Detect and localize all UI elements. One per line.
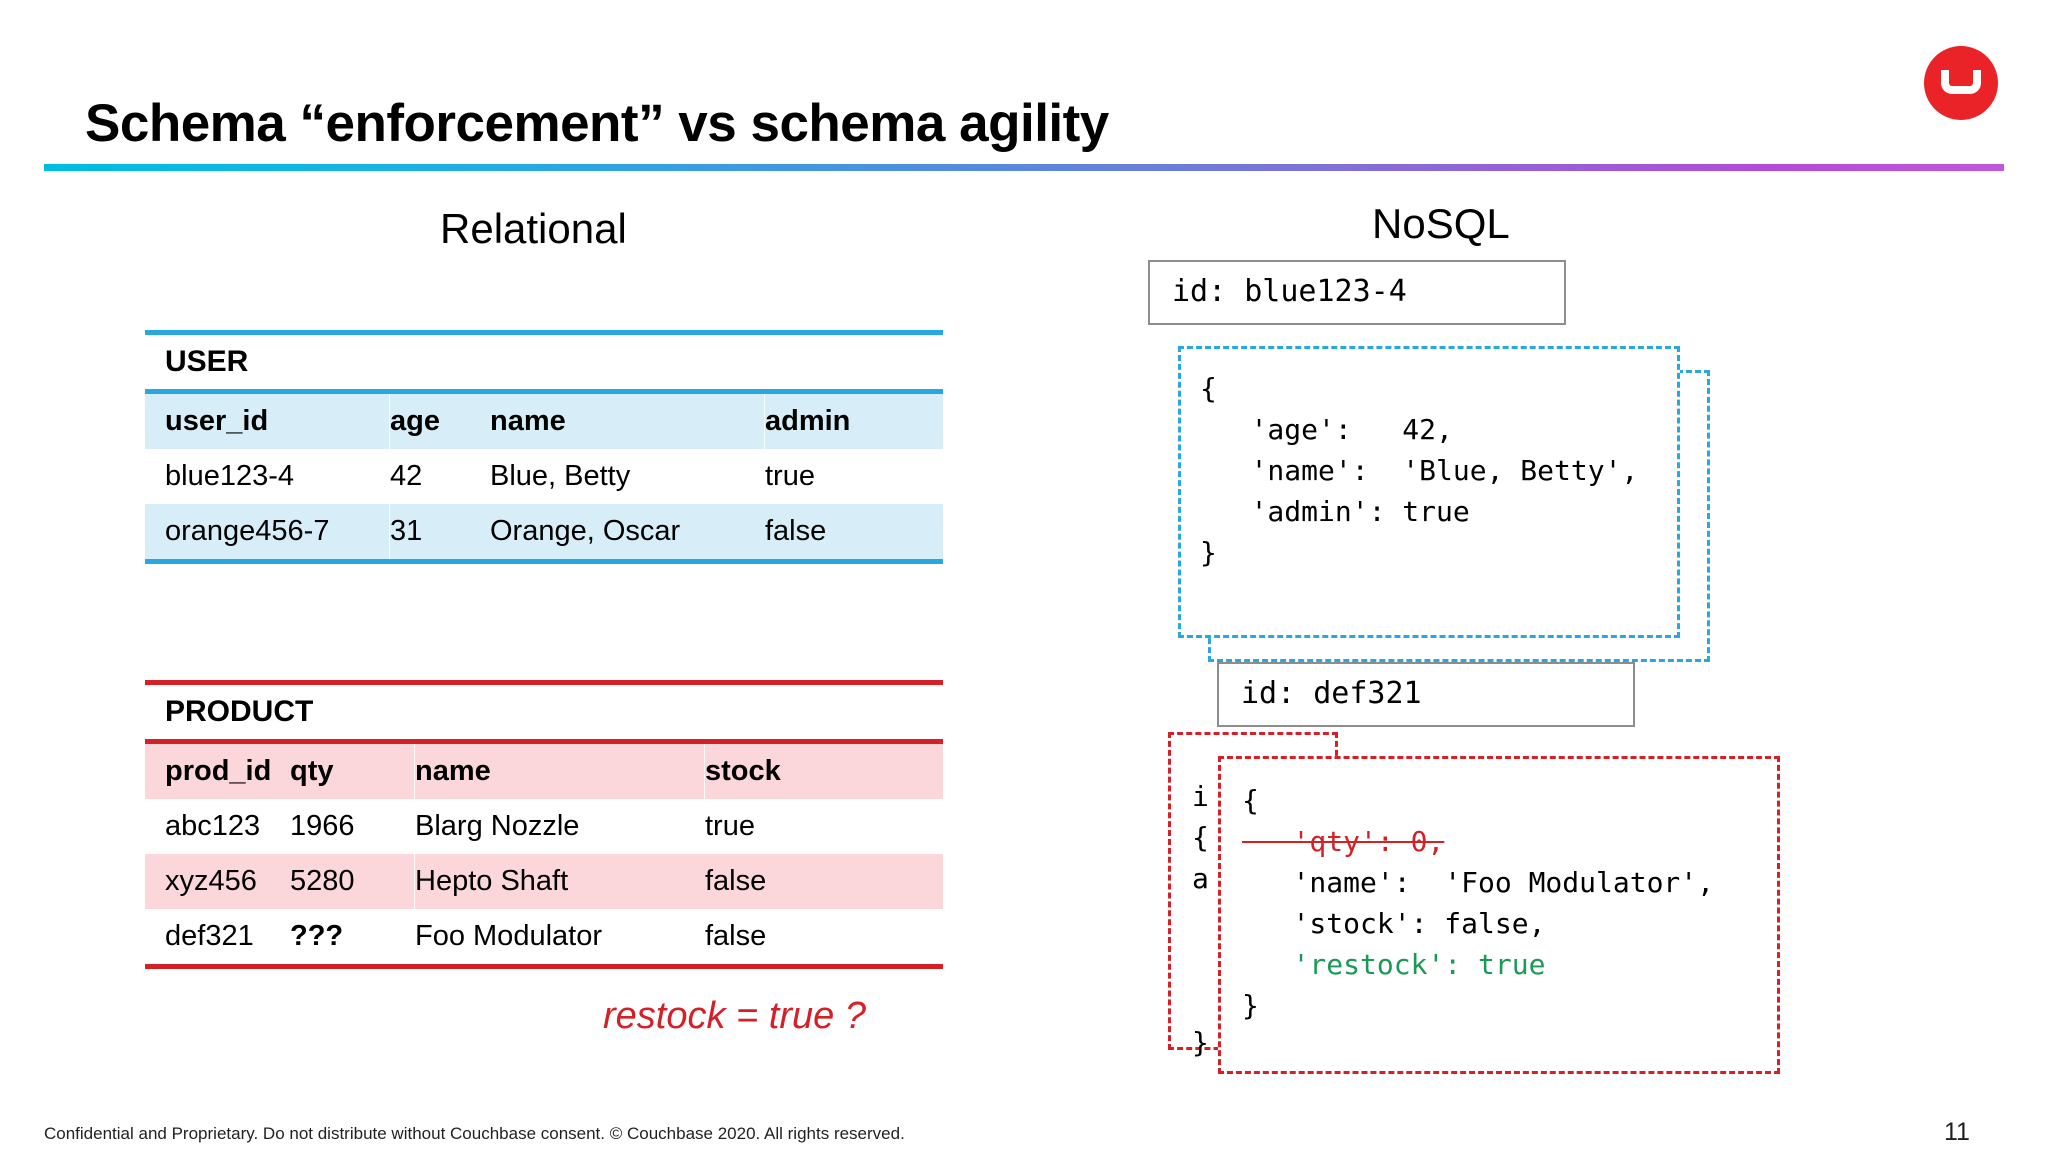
- table-row: xyz456 5280 Hepto Shaft false: [145, 854, 943, 909]
- doc2-line-close: }: [1242, 989, 1259, 1022]
- cell-prod-id: def321: [165, 920, 254, 952]
- doc2-line-open: {: [1242, 784, 1259, 817]
- cell-qty: 5280: [290, 854, 415, 909]
- heading-relational: Relational: [440, 205, 627, 252]
- table-product: PRODUCT prod_id qty name stock abc123 19…: [145, 680, 943, 969]
- table-product-header-rule: [145, 739, 943, 744]
- logo-circle: [1924, 46, 1998, 120]
- nosql-document-back-card-2-body: i { a }: [1192, 780, 1209, 1059]
- table-row: def321 ??? Foo Modulator false: [145, 909, 943, 964]
- cell-age: 31: [390, 515, 423, 547]
- cell-stock: false: [705, 920, 767, 952]
- doc1-line-admin: 'admin': true: [1200, 495, 1470, 528]
- table-user-bottom-rule: [145, 559, 943, 564]
- couchbase-logo: [1924, 46, 1998, 120]
- col-header-age: age: [390, 405, 440, 437]
- title-gradient-rule: [44, 164, 2004, 171]
- nosql-document-front-card-1: [1178, 346, 1680, 638]
- doc2-line-name: 'name': 'Foo Modulator',: [1242, 866, 1715, 899]
- cell-age: 42: [390, 460, 423, 492]
- cell-qty-unknown: ???: [290, 920, 344, 952]
- page-title: Schema “enforcement” vs schema agility: [85, 94, 1109, 153]
- cell-user-id: orange456-7: [145, 504, 390, 559]
- table-user-top-rule: [145, 330, 943, 335]
- table-row: orange456-7 31 Orange, Oscar false: [145, 504, 943, 559]
- cell-prod-id: xyz456: [165, 865, 257, 897]
- table-product-bottom-rule: [145, 964, 943, 969]
- cell-name: Hepto Shaft: [415, 865, 569, 897]
- cell-user-id: blue123-4: [165, 460, 294, 492]
- nosql-document-2-body: { 'qty': 0, 'name': 'Foo Modulator', 'st…: [1242, 780, 1714, 1026]
- col-header-user-id: user_id: [145, 394, 390, 449]
- col-header-name: name: [415, 744, 705, 799]
- table-product-title: PRODUCT: [145, 685, 943, 739]
- cell-prod-id: abc123: [165, 810, 261, 842]
- nosql-document-1-body: { 'age': 42, 'name': 'Blue, Betty', 'adm…: [1200, 368, 1638, 573]
- table-user-header-row: user_id age name admin: [145, 394, 943, 449]
- doc1-line-open: {: [1200, 372, 1217, 405]
- cell-name: Orange, Oscar: [490, 515, 681, 547]
- doc1-line-age: 'age': 42,: [1200, 413, 1453, 446]
- logo-cup-icon: [1941, 70, 1981, 94]
- col-header-admin: admin: [765, 405, 851, 437]
- nosql-document-group-2: i { a } { 'qty': 0, 'name': 'Foo Modulat…: [1160, 662, 1780, 1090]
- heading-nosql: NoSQL: [1372, 200, 1510, 247]
- table-user-title: USER: [145, 335, 943, 389]
- cell-admin: true: [765, 460, 815, 492]
- nosql-document-2-id-label: id: def321: [1217, 662, 1635, 727]
- nosql-document-group-1: { 'age': 42, 'name': 'Blue, Betty', 'adm…: [1148, 260, 1760, 676]
- page-number: 11: [1944, 1118, 1970, 1146]
- col-header-stock: stock: [705, 755, 781, 787]
- cell-stock: true: [705, 810, 755, 842]
- doc1-line-name: 'name': 'Blue, Betty',: [1200, 454, 1639, 487]
- restock-annotation: restock = true ?: [603, 995, 866, 1037]
- nosql-document-front-card-2: [1218, 756, 1780, 1074]
- cell-admin: false: [765, 515, 827, 547]
- doc2-line-qty-removed: 'qty': 0,: [1242, 825, 1445, 858]
- table-user: USER user_id age name admin blue123-4 42…: [145, 330, 943, 564]
- table-row: abc123 1966 Blarg Nozzle true: [145, 799, 943, 854]
- table-row: blue123-4 42 Blue, Betty true: [145, 449, 943, 504]
- doc2-line-stock: 'stock': false,: [1242, 907, 1546, 940]
- doc1-line-close: }: [1200, 536, 1217, 569]
- footer-confidentiality-notice: Confidential and Proprietary. Do not dis…: [44, 1124, 905, 1143]
- cell-name: Blarg Nozzle: [415, 810, 580, 842]
- cell-qty: 1966: [290, 810, 355, 842]
- table-user-header-rule: [145, 389, 943, 394]
- cell-stock: false: [705, 865, 767, 897]
- col-header-qty: qty: [290, 744, 415, 799]
- col-header-name: name: [490, 394, 765, 449]
- table-product-header-row: prod_id qty name stock: [145, 744, 943, 799]
- doc2-line-restock-added: 'restock': true: [1242, 948, 1546, 981]
- cell-name: Blue, Betty: [490, 460, 631, 492]
- table-product-top-rule: [145, 680, 943, 685]
- nosql-document-1-id-label: id: blue123-4: [1148, 260, 1566, 325]
- cell-name: Foo Modulator: [415, 920, 602, 952]
- col-header-prod-id: prod_id: [165, 755, 272, 787]
